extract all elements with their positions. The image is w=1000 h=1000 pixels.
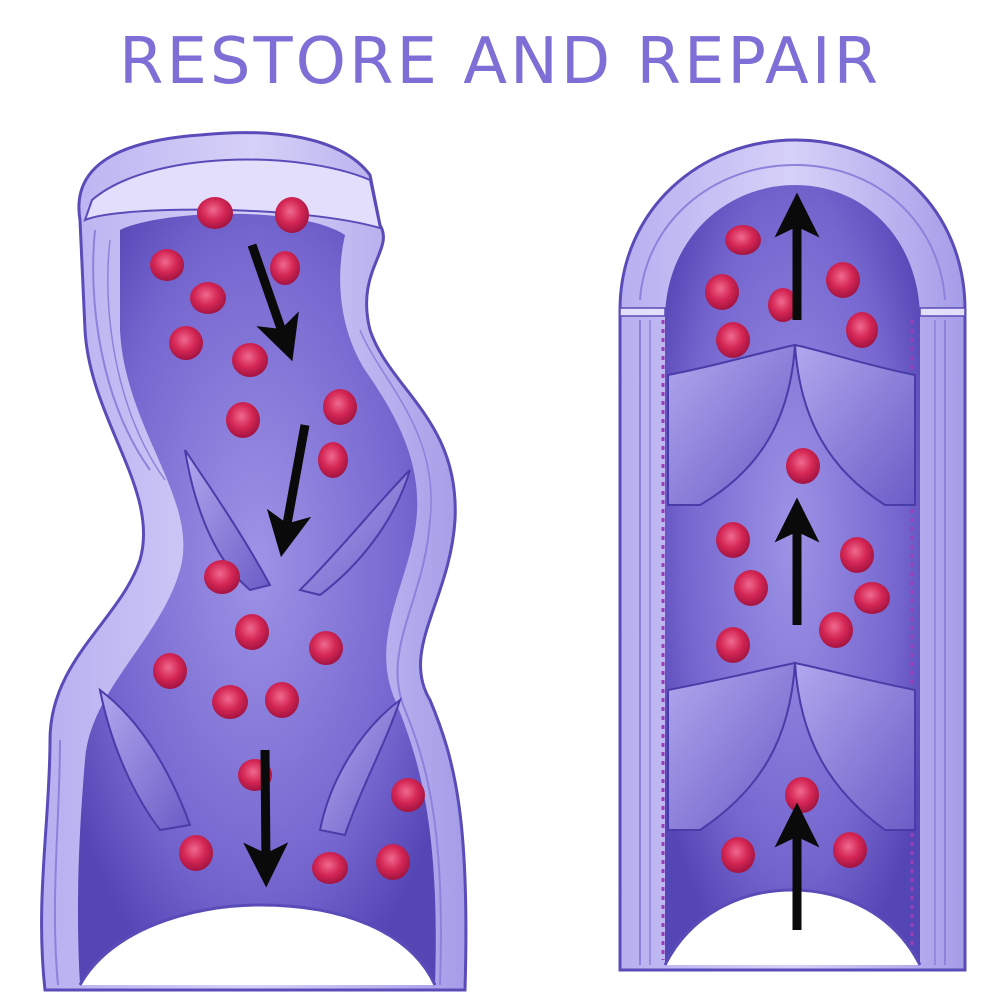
blood-cell xyxy=(768,288,798,322)
blood-cell xyxy=(716,322,750,358)
flow-arrows-down xyxy=(243,243,312,888)
blood-cell xyxy=(721,837,755,873)
blood-cell xyxy=(309,631,343,665)
valve-flap xyxy=(667,343,797,506)
blood-cell xyxy=(716,627,750,663)
blood-cell xyxy=(153,653,187,689)
valve-flap xyxy=(184,449,272,592)
blood-cell xyxy=(275,197,309,233)
valve-flap xyxy=(98,687,192,832)
blood-cell xyxy=(318,442,348,478)
blood-cell xyxy=(265,682,299,718)
blood-cell xyxy=(734,570,768,606)
valve-flap xyxy=(667,661,797,831)
blood-cell xyxy=(197,197,233,229)
blood-cell xyxy=(725,225,761,255)
blood-cell xyxy=(190,282,226,314)
blood-cell xyxy=(270,251,300,285)
blood-cell xyxy=(235,614,269,650)
blood-cell xyxy=(819,612,853,648)
blood-cell xyxy=(232,343,268,377)
blood-cell xyxy=(376,844,410,880)
valve-flap xyxy=(318,697,402,837)
down-arrow xyxy=(247,243,299,362)
blood-cell xyxy=(826,262,860,298)
blood-cell xyxy=(204,560,240,594)
title: RESTORE AND REPAIR xyxy=(118,25,882,99)
blood-cell xyxy=(846,312,878,348)
blood-cell xyxy=(854,582,890,614)
valve-flap xyxy=(298,469,411,597)
damaged-vein xyxy=(40,131,468,992)
valve-flap xyxy=(793,661,916,831)
blood-cell xyxy=(212,685,248,719)
blood-cell xyxy=(169,326,203,360)
down-arrow xyxy=(266,424,312,558)
blood-cell xyxy=(786,448,820,484)
down-arrow xyxy=(243,749,289,888)
blood-cell xyxy=(150,249,184,281)
blood-cells xyxy=(150,197,425,884)
blood-cell xyxy=(179,835,213,871)
blood-cell xyxy=(840,537,874,573)
blood-cell xyxy=(785,777,819,813)
blood-cell xyxy=(391,778,425,812)
valve-flap xyxy=(793,343,916,506)
blood-cell xyxy=(705,274,739,310)
healthy-vein xyxy=(618,138,967,972)
blood-cell xyxy=(226,402,260,438)
blood-cell xyxy=(323,389,357,425)
blood-cell xyxy=(833,832,867,868)
blood-cell xyxy=(312,852,348,884)
blood-cell xyxy=(716,522,750,558)
